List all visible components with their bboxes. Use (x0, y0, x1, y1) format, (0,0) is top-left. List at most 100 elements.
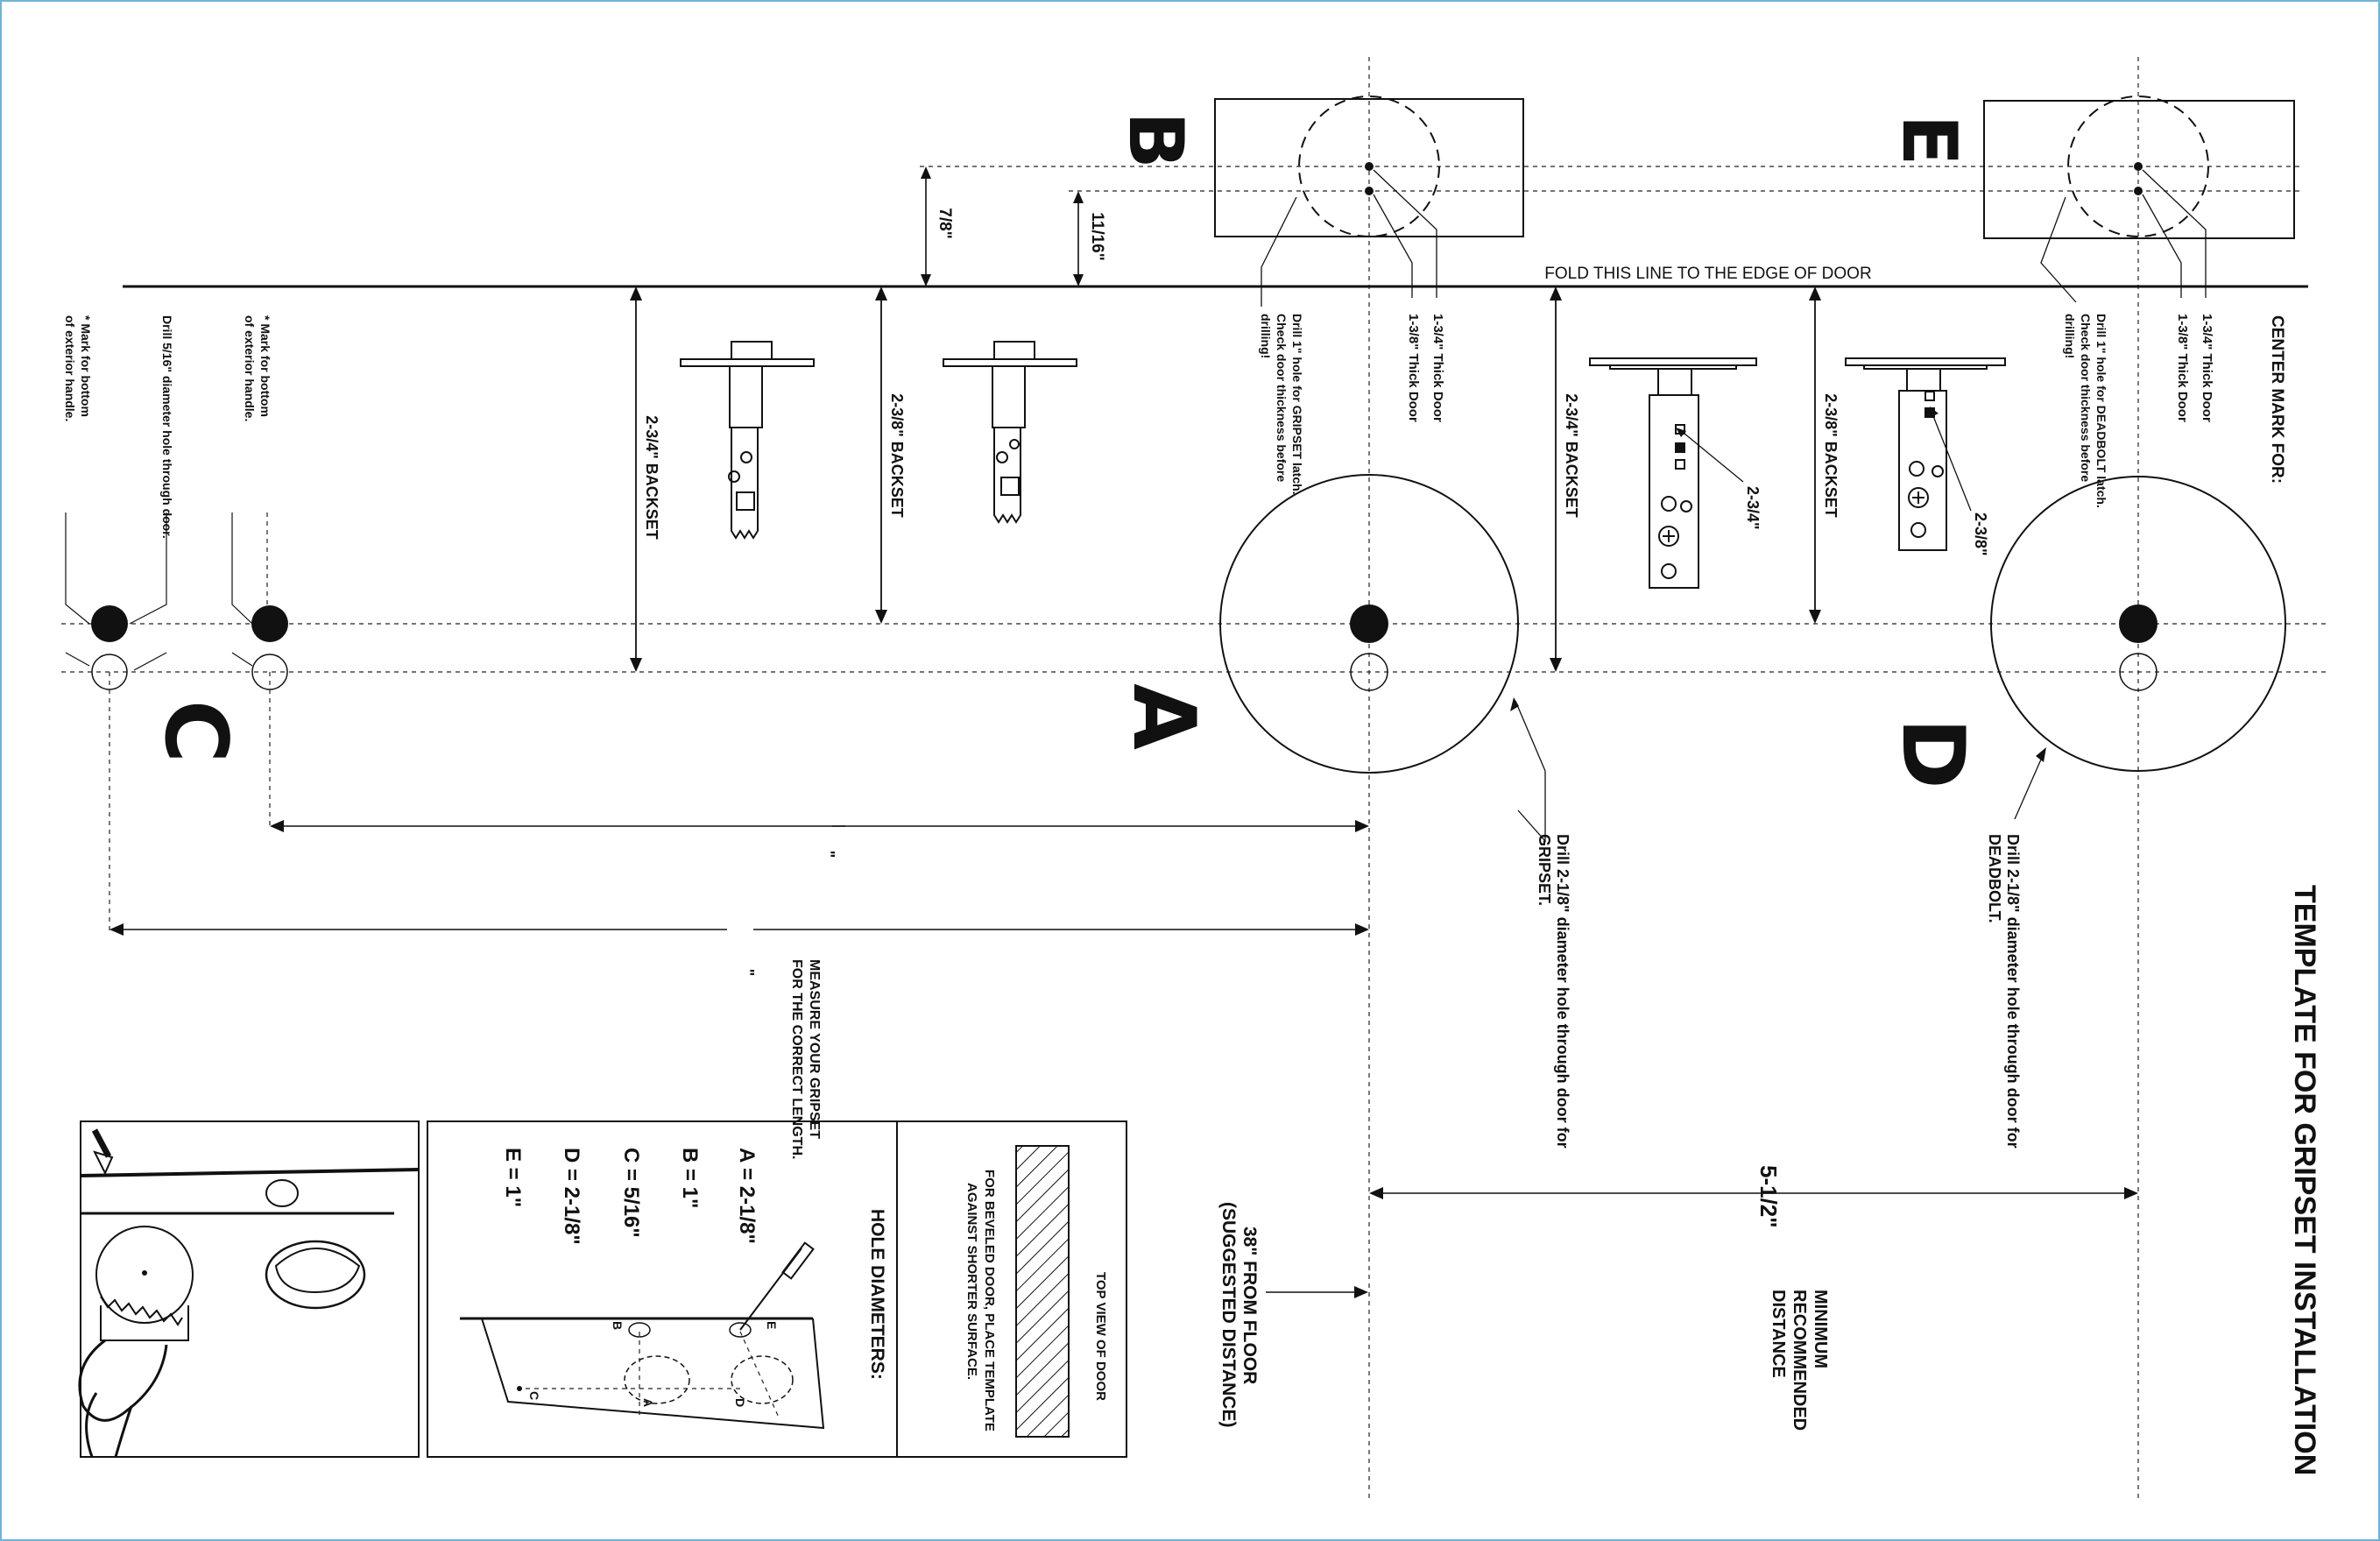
deadbolt-hole-3 (1932, 465, 1944, 477)
deadbolt-latch-note-3: drilling! (2063, 314, 2077, 358)
mini-label-d: D (733, 1398, 747, 1407)
drill-saw-teeth (100, 1296, 183, 1326)
deadbolt-screw (1908, 487, 1929, 508)
handle-leader-6 (231, 652, 253, 667)
deadbolt-small-square-filled (1675, 442, 1685, 453)
gripset-hole-center-2-3-4 (1350, 653, 1388, 691)
offset-dimensions: 7/8" 11/16" (921, 166, 1106, 286)
latch-bolt (993, 341, 1035, 360)
offset-7-8-arrowheads (921, 166, 931, 286)
leader-1-3-4-e (2142, 169, 2207, 298)
deadbolt-hole-3 (1680, 500, 1692, 512)
drill-bore-depth (274, 1248, 361, 1294)
mini-hole-c (517, 1386, 522, 1391)
backset-right-2-3-4-label: 2-3/4" BACKSET (1563, 393, 1580, 518)
deadbolt-body (1898, 390, 1947, 551)
deadbolt-2-3-4-leader (1678, 428, 1744, 483)
floor-note-1: 38" FROM FLOOR (1239, 1226, 1260, 1384)
drill-illustration-panel (78, 1120, 420, 1458)
door-cross-section (1015, 1145, 1070, 1438)
deadbolt-2-3-8-label: 2-3/8" (1972, 512, 1989, 556)
handle-spacing-dimensions: " " (109, 820, 1369, 976)
mini-door-dash-3 (739, 1331, 780, 1420)
handle-note-1-line1: * Mark for bottom (79, 315, 93, 417)
gripset-hole-a (1219, 474, 1519, 774)
drill-door-edge (80, 1168, 420, 1177)
backset-left-2-3-4-label: 2-3/4" BACKSET (643, 415, 660, 540)
deadbolt-hole-d (1990, 476, 2286, 772)
letter-b: B (1112, 111, 1199, 169)
latch-tailpiece (731, 428, 759, 540)
hole-diameter-b: B = 1" (678, 1148, 702, 1208)
gripset-latch-note-1: Drill 1" hole for GRIPSET latch. (1290, 314, 1304, 495)
top-view-title: TOP VIEW OF DOOR (1093, 1272, 1108, 1401)
handle-hole-c1-filled (91, 605, 128, 642)
deadbolt-hole-note-1: Drill 2-1/8" diameter hole through door … (2004, 834, 2022, 1149)
hole-diameter-c: C = 5/16" (619, 1148, 643, 1238)
latch-hole-b-outline (1298, 95, 1440, 237)
guide-lines (61, 57, 2327, 1502)
gripset-hole-leader-2 (1515, 700, 1546, 772)
deadbolt-hole-leader (2014, 753, 2045, 820)
top-view-note-1: FOR BEVELED DOOR, PLACE TEMPLATE (982, 1170, 997, 1431)
letter-a: A (1113, 683, 1213, 750)
top-view-note-2: AGAINST SHORTER SURFACE. (964, 1183, 979, 1380)
latch-hole-e-outline (2067, 95, 2209, 237)
handle-note-drill-5-16: Drill 5/16" diameter hole through door. (160, 315, 174, 539)
drill-chuck (78, 1339, 168, 1422)
mini-label-a: A (641, 1398, 655, 1407)
hole-diameter-d: D = 2-1/8" (560, 1148, 583, 1245)
latch-barrel (992, 365, 1026, 428)
deadbolt-drawing-2-3-8 (1845, 357, 2006, 551)
deadbolt-hole (1909, 461, 1924, 477)
drill-awl-tip (93, 1150, 114, 1176)
handle-holes-c (65, 512, 288, 690)
deadbolt-screw-cross (1912, 491, 1924, 504)
handle-leader-4 (133, 652, 167, 671)
measure-note-1: MEASURE YOUR GRIPSET (807, 959, 822, 1139)
latch-barrel (729, 365, 763, 428)
deadbolt-hole-center-2-3-4 (2119, 653, 2158, 691)
deadbolt-hole-note-2: DEADBOLT. (1986, 834, 2003, 923)
gripset-hole-arrowhead (1510, 697, 1519, 711)
deadbolt-hole-arrowhead (2036, 747, 2046, 762)
gripset-hole-leader (1517, 771, 1546, 843)
leader-1-3-8-e (2142, 194, 2182, 298)
center-mark-1-3-4 (1365, 162, 1374, 171)
measure-note-2: FOR THE CORRECT LENGTH. (789, 959, 804, 1159)
deadbolt-hole-2 (1661, 563, 1677, 579)
spacing-upper-mark: " (820, 851, 837, 859)
hole-diameter-e: E = 1" (501, 1148, 525, 1207)
mini-screwdriver-handle (781, 1241, 815, 1280)
label-1-3-8-e: 1-3/8" Thick Door (2175, 314, 2190, 422)
min-distance-line3: DISTANCE (1769, 1290, 1788, 1378)
center-mark-1-3-8 (1365, 187, 1374, 195)
drill-hole-saw-face (95, 1226, 194, 1324)
floor-note-2: (SUGGESTED DISTANCE) (1218, 1202, 1239, 1427)
leader-deadbolt-latch (2040, 196, 2077, 303)
gripset-hole-note-2: GRIPSET. (1536, 834, 1553, 906)
deadbolt-hole-outline (1990, 476, 2286, 772)
edge-box-b-frame (1214, 98, 1524, 237)
mini-door-outline (481, 1318, 825, 1430)
leader-gripset-latch (1261, 196, 1297, 307)
letter-d: D (1882, 717, 1982, 788)
latch-square-hole (736, 491, 755, 511)
leader-1-3-8-b (1373, 194, 1413, 298)
drill-bore-hole (265, 1240, 366, 1310)
top-view-panel (896, 1120, 1127, 1458)
gripset-latch-note-3: drilling! (1259, 314, 1273, 358)
deadbolt-latch-note-1: Drill 1" hole for DEADBOLT latch. (2094, 314, 2108, 508)
deadbolt-hole-center-2-3-8 (2119, 604, 2158, 643)
handle-leader-5 (231, 512, 253, 625)
handle-leader-3 (129, 512, 167, 625)
drill-saw-body (100, 1305, 189, 1341)
handle-hole-c2-outline (251, 654, 288, 690)
gripset-latch-note-2: Check door thickness before (1275, 314, 1289, 482)
label-1-3-4-e: 1-3/4" Thick Door (2200, 314, 2214, 422)
gripset-hole-outline (1219, 474, 1519, 774)
min-distance-line1: MINIMUM (1811, 1290, 1830, 1368)
drill-latch-hole (265, 1179, 299, 1207)
